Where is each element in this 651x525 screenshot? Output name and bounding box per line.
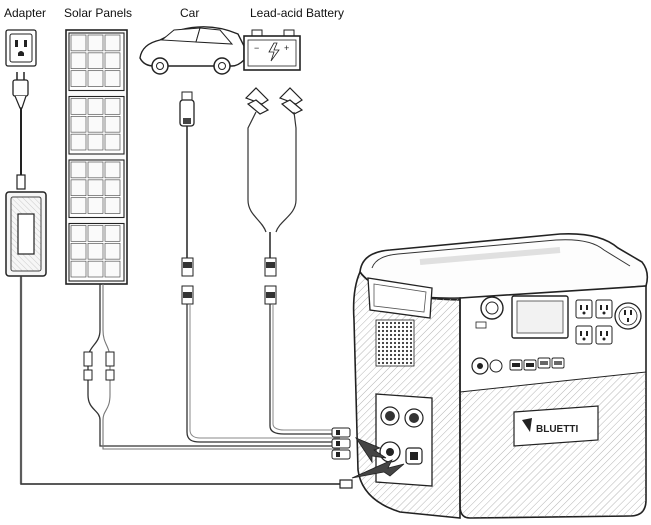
- svg-text:+: +: [284, 43, 289, 53]
- cable-connectors: [332, 428, 350, 459]
- battery-icon: − +: [244, 30, 300, 70]
- solar-panel-icon: [66, 30, 127, 284]
- wall-outlet-icon: [6, 30, 36, 66]
- car-icon: [140, 27, 244, 74]
- svg-text:−: −: [254, 43, 259, 53]
- brand-text: BLUETTI: [536, 424, 578, 435]
- plug-icon: [13, 72, 28, 108]
- power-station-icon: BLUETTI: [354, 234, 648, 518]
- power-brick-icon: [6, 192, 46, 276]
- alligator-clip-icon: [246, 88, 302, 114]
